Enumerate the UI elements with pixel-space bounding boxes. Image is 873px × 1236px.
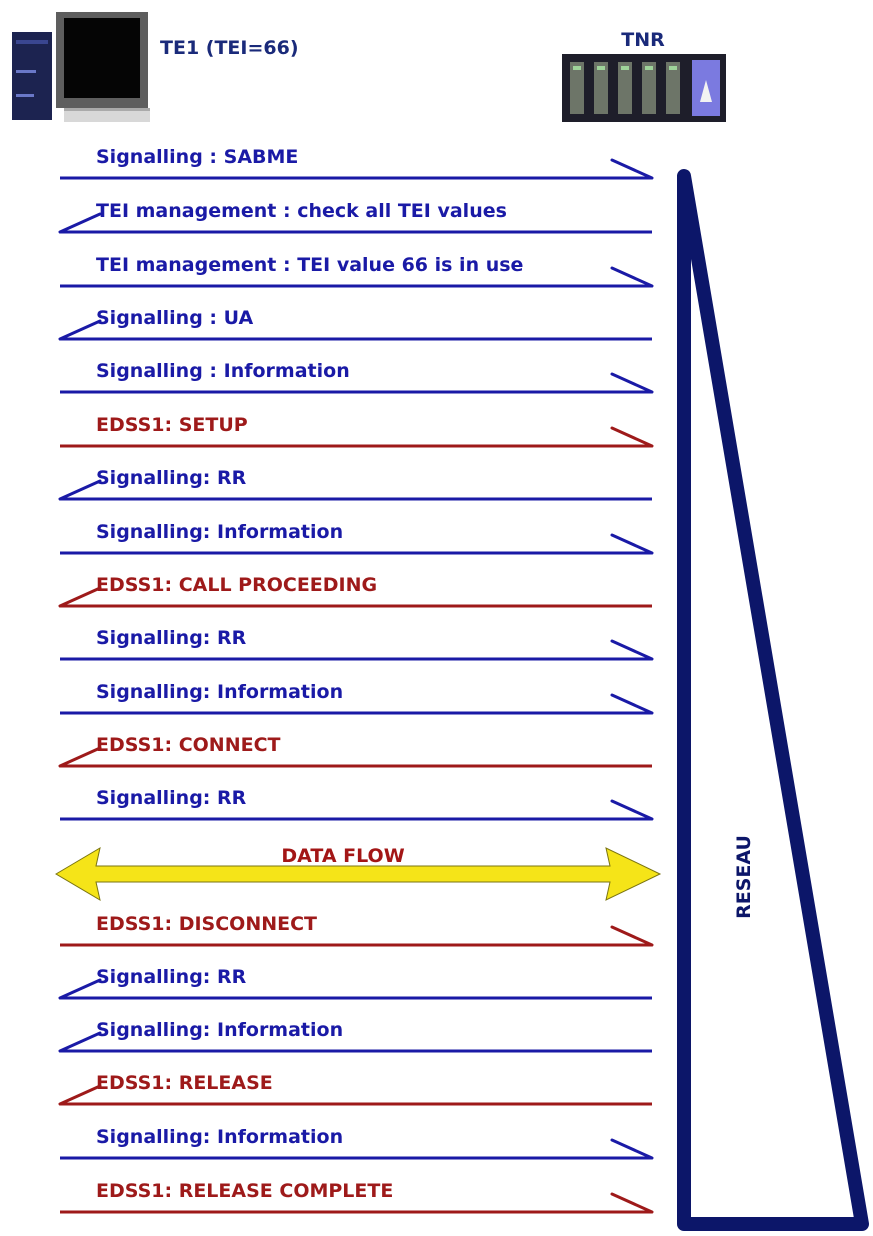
network-label: RESEAU	[733, 835, 755, 919]
message-label: TEI management : TEI value 66 is in use	[96, 254, 523, 276]
arrowhead-left	[58, 1084, 102, 1106]
arrowhead-right	[610, 693, 654, 715]
message-label: EDSS1: RELEASE COMPLETE	[96, 1180, 393, 1202]
message-label: Signalling : Information	[96, 360, 350, 382]
arrowhead-left	[58, 978, 102, 1000]
network-device-title: TNR	[621, 29, 665, 51]
message-arrow: EDSS1: SETUP	[60, 414, 654, 448]
arrowhead-right	[610, 426, 654, 448]
arrowhead-right	[610, 533, 654, 555]
message-arrow: Signalling : Information	[60, 360, 654, 394]
message-arrow: Signalling: RR	[58, 966, 652, 1000]
arrowhead-left	[58, 212, 102, 234]
message-arrow: Signalling: RR	[60, 787, 654, 821]
network-rack-icon	[562, 54, 726, 122]
terminal-title: TE1 (TEI=66)	[160, 37, 299, 59]
message-arrow: EDSS1: CONNECT	[58, 734, 652, 768]
arrowhead-left	[58, 1031, 102, 1053]
message-label: Signalling: Information	[96, 1019, 343, 1041]
data-flow-arrow	[55, 846, 662, 902]
message-label: Signalling: RR	[96, 787, 247, 809]
arrowhead-right	[610, 925, 654, 947]
message-arrow: TEI management : TEI value 66 is in use	[60, 254, 654, 288]
arrowhead-left	[58, 319, 102, 341]
message-arrow: Signalling : SABME	[60, 146, 654, 180]
message-list: Signalling : SABME TEI management : check…	[58, 146, 654, 1214]
arrowhead-left	[58, 746, 102, 768]
message-label: Signalling: Information	[96, 1126, 343, 1148]
message-label: Signalling: RR	[96, 966, 247, 988]
message-arrow: Signalling: RR	[58, 467, 652, 501]
message-label: Signalling: Information	[96, 681, 343, 703]
arrowhead-right	[610, 372, 654, 394]
message-label: EDSS1: CONNECT	[96, 734, 281, 756]
arrowhead-right	[610, 1192, 654, 1214]
message-label: Signalling: Information	[96, 521, 343, 543]
computer-icon	[12, 12, 150, 122]
message-arrow: TEI management : check all TEI values	[58, 200, 652, 234]
message-label: Signalling: RR	[96, 627, 247, 649]
message-arrow: EDSS1: DISCONNECT	[60, 913, 654, 947]
message-arrow: Signalling: Information	[60, 681, 654, 715]
arrowhead-left	[58, 586, 102, 608]
message-arrow: Signalling : UA	[58, 307, 652, 341]
message-label: Signalling : UA	[96, 307, 253, 329]
message-arrow: EDSS1: RELEASE	[58, 1072, 652, 1106]
arrowhead-right	[610, 158, 654, 180]
message-label: EDSS1: DISCONNECT	[96, 913, 317, 935]
arrowhead-right	[610, 799, 654, 821]
message-label: Signalling : SABME	[96, 146, 298, 168]
arrowhead-right	[610, 266, 654, 288]
message-label: EDSS1: CALL PROCEEDING	[96, 574, 377, 596]
message-arrow: EDSS1: CALL PROCEEDING	[58, 574, 652, 608]
message-arrow: Signalling: Information	[60, 521, 654, 555]
data-flow-label: DATA FLOW	[281, 845, 404, 867]
arrowhead-left	[58, 479, 102, 501]
message-label: TEI management : check all TEI values	[96, 200, 507, 222]
message-arrow: Signalling: RR	[60, 627, 654, 661]
message-arrow: Signalling: Information	[58, 1019, 652, 1053]
message-arrow: Signalling: Information	[60, 1126, 654, 1160]
arrowhead-right	[610, 639, 654, 661]
message-arrow: EDSS1: RELEASE COMPLETE	[60, 1180, 654, 1214]
network-wedge	[677, 169, 869, 1231]
message-label: EDSS1: SETUP	[96, 414, 248, 436]
arrowhead-right	[610, 1138, 654, 1160]
message-label: Signalling: RR	[96, 467, 247, 489]
message-label: EDSS1: RELEASE	[96, 1072, 273, 1094]
